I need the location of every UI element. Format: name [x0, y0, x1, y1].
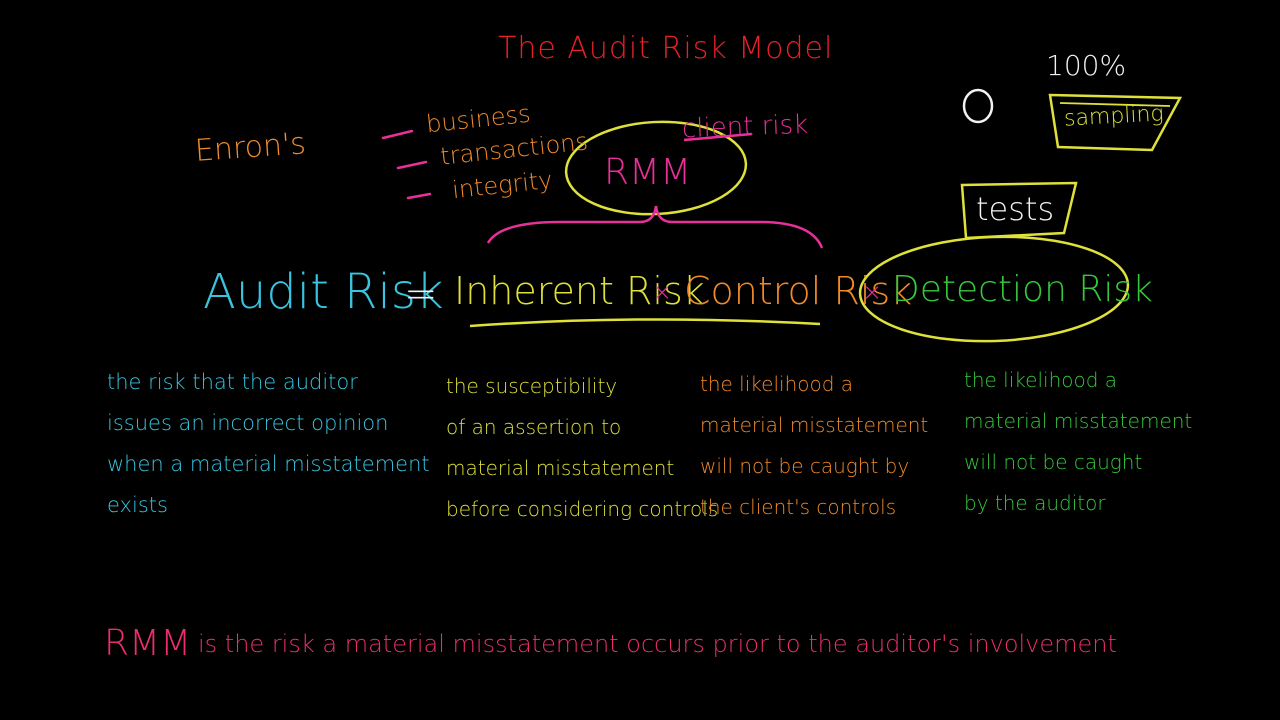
page-title: The Audit Risk Model [498, 31, 834, 66]
definition-line: will not be caught [964, 450, 1143, 474]
control-risk-definition: the likelihood a material misstatement w… [700, 364, 928, 528]
factor-dash-2 [396, 160, 428, 170]
times-sign-2: × [862, 278, 883, 306]
footer-text: is the risk a material misstatement occu… [198, 630, 1117, 658]
definition-line: the client's controls [700, 495, 897, 519]
definition-line: issues an incorrect opinion [107, 411, 389, 435]
detection-risk-term: Detection Risk [892, 269, 1153, 310]
audit-risk-term: Audit Risk [203, 264, 444, 320]
definition-line: exists [107, 493, 168, 517]
definition-line: the likelihood a [964, 368, 1118, 392]
inherent-risk-definition: the susceptibility of an assertion to ma… [446, 366, 718, 530]
risk-underline [469, 318, 821, 328]
percent-100-label: 100% [1046, 49, 1127, 82]
definition-line: material misstatement [446, 456, 675, 480]
definition-line: will not be caught by [700, 454, 910, 478]
inherent-risk-term: Inherent Risk [454, 269, 705, 313]
rmm-brace [486, 205, 824, 249]
detection-risk-definition: the likelihood a material misstatement w… [964, 360, 1192, 524]
control-risk-term: Control Risk [684, 269, 913, 313]
client-underline [683, 132, 753, 142]
definition-line: before considering controls [446, 497, 719, 521]
tests-box [960, 181, 1078, 240]
sampling-box [1048, 93, 1183, 152]
definition-line: the susceptibility [446, 374, 618, 398]
definition-line: when a material misstatement [107, 452, 430, 476]
audit-risk-definition: the risk that the auditor issues an inco… [107, 362, 430, 526]
definition-line: the likelihood a [700, 372, 854, 396]
rmm-label: RMM [604, 152, 692, 193]
definition-line: of an assertion to [446, 415, 622, 439]
zero-circle [962, 88, 994, 124]
definition-line: by the auditor [964, 491, 1106, 515]
factor-dash-1 [381, 129, 414, 140]
definition-line: material misstatement [700, 413, 929, 437]
definition-line: the risk that the auditor [107, 370, 358, 394]
sampling-box-inner [1059, 102, 1171, 107]
sampling-label: sampling [1063, 101, 1165, 132]
times-sign-1: × [652, 278, 673, 306]
enron-label: Enron's [193, 126, 307, 169]
tests-label: tests [976, 190, 1055, 228]
definition-line: material misstatement [964, 409, 1193, 433]
equals-sign: = [404, 271, 438, 317]
factor-dash-3 [406, 192, 432, 200]
footer-rmm: RMM [104, 623, 192, 664]
client-risk-label: client risk [681, 109, 809, 145]
